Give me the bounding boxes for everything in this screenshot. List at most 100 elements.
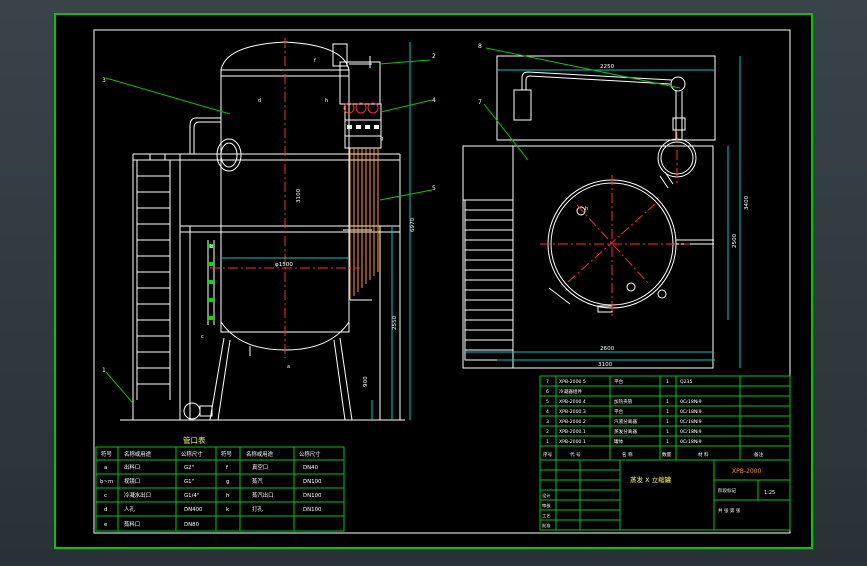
nozzle-cell: e (104, 522, 108, 528)
part-cell: 1 (666, 399, 669, 405)
nozzle-cell: 视镜口 (124, 477, 140, 485)
nozzle-cell: DN80 (184, 522, 200, 528)
nozzle-cell: 人孔 (124, 505, 135, 513)
nozzle-table: 管口表 符号 名称或用途 公称尺寸 符号 名称或用途 公称尺寸 a 出料口 G2… (95, 435, 345, 532)
part-cell: 3 (546, 419, 549, 425)
parts-list: 7 XPB-2000.5 平台 1 Q235 6 冷凝器组件 5 XPB-200… (539, 375, 791, 461)
nozzle-cell: g (226, 479, 229, 485)
dim-front-diam: φ1500 (275, 262, 293, 268)
dim-front-height-total: 6970 (410, 217, 416, 232)
sign-row-label: 批准 (542, 522, 550, 529)
drawing-frame (93, 29, 791, 534)
callout-7: 7 (478, 99, 482, 106)
part-cell: XPB-2000.1 (559, 429, 586, 435)
nozzle-cell: G1" (184, 479, 194, 485)
parts-rows: 7 XPB-2000.5 平台 1 Q235 6 冷凝器组件 5 XPB-200… (543, 378, 764, 458)
nozzle-label: b (210, 244, 213, 250)
part-cell: 7 (546, 379, 549, 385)
callout-1: 1 (102, 367, 106, 374)
nozzle-rows: a 出料口 G2" f 真空口 DN40 b~m 视镜口 G1" g 蒸汽 DN… (100, 463, 322, 528)
part-cell: 6 (546, 389, 549, 395)
nozzle-cell: k (226, 507, 230, 513)
part-cell: XPB-2000.1 (559, 439, 586, 445)
nozzle-label: d (258, 98, 261, 104)
callout-8: 8 (478, 43, 482, 50)
level-marks (207, 244, 214, 320)
front-leaders (105, 59, 433, 403)
nozzle-cell: 蒸料口 (124, 520, 140, 528)
nozzle-header-cell: 名称或用途 (246, 450, 274, 458)
dim-front-height-lower: 2550 (392, 315, 398, 330)
plan-leaders (483, 47, 681, 161)
part-cell: 平台 (614, 408, 624, 415)
front-centerlines (210, 38, 360, 358)
part-cell: 4 (546, 409, 549, 415)
nozzle-cell: 蒸汽出口 (252, 491, 274, 499)
plan-nozzle-label: h (585, 206, 588, 212)
drawing-number: XPB-2000 (732, 468, 761, 475)
nozzle-cell: G1/4" (184, 493, 199, 499)
callout-5: 5 (432, 185, 436, 192)
part-cell: 1 (666, 429, 669, 435)
part-cell: 1 (666, 409, 669, 415)
sign-row-label: 设计 (542, 492, 550, 499)
part-cell: 1 (546, 439, 549, 445)
part-cell: 2 (546, 429, 549, 435)
plan-centerlines (540, 132, 690, 318)
nozzle-letters: f d c a b h g (201, 58, 383, 370)
sheet-label: 共 张 第 张 (718, 507, 741, 514)
part-cell: 蒸发分离器 (614, 428, 637, 435)
part-cell: 0Cr18Ni9 (680, 429, 702, 435)
nozzle-cell: DN400 (184, 507, 203, 513)
part-header-cell: 名 称 (622, 451, 633, 458)
nozzle-cell: 打孔 (252, 505, 263, 513)
dim-front-leg: 900 (363, 376, 369, 387)
part-cell: 1 (666, 379, 669, 385)
nozzle-cell: 冷凝水出口 (124, 491, 151, 499)
dim-plan-width-total: 2600 (600, 346, 615, 352)
nozzle-cell: 出料口 (124, 463, 140, 471)
part-cell: 1 (666, 419, 669, 425)
dim-plan-height-inner: 2500 (732, 233, 738, 248)
part-cell: XPB-2000.5 (559, 379, 586, 385)
sign-row-label: 审核 (542, 502, 551, 509)
part-cell: XPB-2000.3 (559, 409, 586, 415)
scale-value: 1:25 (764, 490, 775, 496)
part-header-cell: 数量 (662, 451, 672, 458)
nozzle-cell: DN100 (303, 479, 322, 485)
part-header-cell: 代 号 (570, 451, 581, 458)
nozzle-cell: c (104, 493, 107, 499)
terminal-marks (347, 125, 379, 129)
plan-dim-lines (463, 56, 741, 368)
nozzle-table-title: 管口表 (183, 435, 206, 445)
part-header-cell: 序号 (543, 451, 553, 458)
nozzle-header-cell: 符号 (221, 450, 232, 458)
nozzle-cell: h (226, 493, 229, 499)
part-cell: 平台 (614, 378, 624, 385)
part-cell: Q235 (680, 379, 692, 385)
part-cell: 0Cr18Ni9 (680, 419, 702, 425)
nozzle-cell: DN100 (303, 507, 322, 513)
part-cell: 5 (546, 399, 549, 405)
callout-3: 3 (102, 77, 106, 84)
dim-plan-width-bottom: 3100 (598, 362, 613, 368)
nozzle-label: h (325, 98, 328, 104)
dim-plan-height: 3400 (744, 195, 750, 210)
part-cell: 加热夹管 (614, 398, 633, 405)
part-cell: 0Cr18Ni9 (680, 399, 702, 405)
part-cell: XPB-2000.2 (559, 419, 586, 425)
part-cell: 汽液分离器 (614, 418, 637, 425)
nozzle-cell: b~m (100, 479, 113, 485)
nozzle-cell: DN100 (303, 493, 322, 499)
part-cell: 0Cr18Ni9 (680, 409, 702, 415)
title-block: 蒸发 X 立缩罐 XPB-2000 阶段标记 1:25 共 张 第 张 设计 审… (539, 459, 791, 531)
nozzle-cell: f (226, 465, 228, 471)
stage-label: 阶段标记 (718, 487, 736, 494)
callout-2: 2 (432, 53, 436, 60)
callout-4: 4 (432, 97, 436, 104)
part-cell: 罐体 (614, 438, 624, 445)
nozzle-cell: G2" (184, 465, 194, 471)
part-cell: 1 (666, 439, 669, 445)
